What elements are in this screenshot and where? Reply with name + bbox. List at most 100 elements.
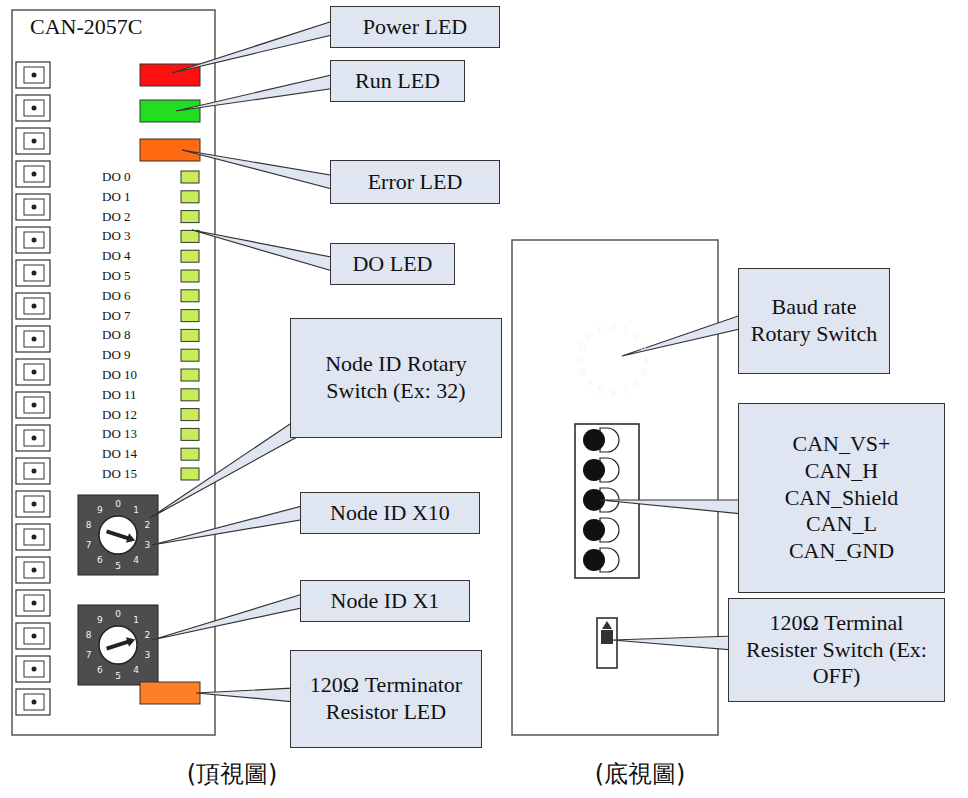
terminal-screw: [32, 337, 37, 342]
leader-line: [152, 593, 306, 640]
pin-hole: [583, 519, 605, 541]
model-name: CAN-2057C: [30, 16, 142, 38]
callout-box: Power LED: [330, 6, 500, 48]
dial-digit: 2: [145, 631, 151, 640]
terminal-blocks: [16, 62, 50, 715]
terminal-block: [16, 590, 50, 616]
terminal-block: [16, 359, 50, 385]
terminal-block: [16, 524, 50, 550]
callout-text: Node ID X1: [331, 588, 440, 615]
terminal-screw: [32, 139, 37, 144]
leader-line: [196, 688, 296, 702]
callout-box: 120Ω Terminal Resister Switch (Ex: OFF): [728, 598, 945, 702]
terminal-block: [16, 128, 50, 154]
terminal-slot: [24, 628, 44, 644]
dial-digit: 7: [86, 540, 92, 549]
dial-digit: 3: [145, 540, 151, 549]
top-housing: [12, 10, 215, 735]
terminal-slot: [24, 430, 44, 446]
do-led: [181, 211, 199, 223]
callout-text: Error LED: [368, 169, 463, 196]
terminal-switch: [597, 618, 617, 668]
terminal-screw: [32, 370, 37, 375]
terminal-slot: [24, 463, 44, 479]
dial-digit: 8: [610, 389, 616, 398]
dial-digit: 1: [133, 615, 139, 624]
do-channel-label: DO 10: [102, 368, 137, 381]
terminal-screw: [32, 469, 37, 474]
callout-text: CAN_H: [805, 458, 878, 485]
terminal-slot: [24, 562, 44, 578]
do-channel-label: DO 9: [102, 348, 131, 361]
terminal-block: [16, 95, 50, 121]
callout-text: CAN_VS+: [793, 431, 891, 458]
do-channel-label: DO 14: [102, 447, 137, 460]
terminal-slot: [24, 529, 44, 545]
callout-text: Run LED: [355, 68, 440, 95]
dial-digit: E: [587, 332, 593, 341]
terminal-screw: [32, 403, 37, 408]
terminal-slot: [24, 595, 44, 611]
terminal-slot: [24, 661, 44, 677]
terminal-slot: [24, 397, 44, 413]
callout-box: Baud rate Rotary Switch: [738, 268, 890, 374]
terminal-slot: [24, 298, 44, 314]
terminal-block: [16, 458, 50, 484]
terminal-block: [16, 194, 50, 220]
callout-box: DO LED: [330, 243, 455, 285]
terminal-screw: [32, 106, 37, 111]
callout-text: CAN_GND: [789, 538, 894, 565]
leader-line: [612, 636, 734, 650]
dial-digit: F: [598, 325, 603, 334]
terminal-block: [16, 623, 50, 649]
dial-digit: 8: [86, 521, 92, 530]
rotary-knob: [99, 626, 137, 664]
do-led: [181, 171, 199, 183]
do-led: [181, 191, 199, 203]
terminal-screw: [32, 700, 37, 705]
dial-digit: 9: [597, 386, 603, 395]
do-channel-label: DO 7: [102, 309, 131, 322]
pin-hole: [583, 429, 605, 451]
dial-digit: 6: [633, 379, 639, 388]
bottom-housing: [512, 240, 718, 735]
dial-digit: 0: [115, 610, 121, 619]
terminal-slot: [24, 100, 44, 116]
leader-line: [622, 314, 744, 356]
terminal-block: [16, 293, 50, 319]
terminal-screw: [32, 436, 37, 441]
callout-text: Power LED: [363, 14, 467, 41]
do-led: [181, 230, 199, 242]
terminal-screw: [32, 304, 37, 309]
do-channel-label: DO 5: [102, 269, 131, 282]
view-caption: (底視圖): [595, 762, 686, 786]
view-caption: (頂視圖): [187, 762, 278, 786]
terminal-slot: [24, 364, 44, 380]
terminal-screw: [32, 601, 37, 606]
knob-arrow: [126, 533, 135, 543]
terminal-screw: [32, 568, 37, 573]
dial-digit: 9: [97, 505, 103, 514]
dial-digit: 2: [633, 332, 639, 341]
do-channel-label: DO 4: [102, 249, 131, 262]
leader-line: [176, 74, 336, 111]
do-led: [181, 369, 199, 381]
do-channel-label: DO 6: [102, 289, 131, 302]
terminal-block: [16, 326, 50, 352]
terminal-slot: [24, 694, 44, 710]
do-led: [181, 329, 199, 341]
pin-hole: [583, 549, 605, 571]
do-channel-label: DO 1: [102, 190, 131, 203]
do-led: [181, 349, 199, 361]
terminal-screw: [32, 205, 37, 210]
dial-digit: 3: [641, 343, 647, 352]
terminal-slot: [24, 232, 44, 248]
do-channel-label: DO 0: [102, 170, 131, 183]
dial-digit: 0: [115, 500, 121, 509]
dial-digit: C: [577, 356, 583, 365]
do-channel-label: DO 3: [102, 229, 131, 242]
switch-slider: [601, 630, 613, 644]
dial-digit: 5: [115, 562, 121, 571]
dial-digit: D: [579, 343, 586, 352]
